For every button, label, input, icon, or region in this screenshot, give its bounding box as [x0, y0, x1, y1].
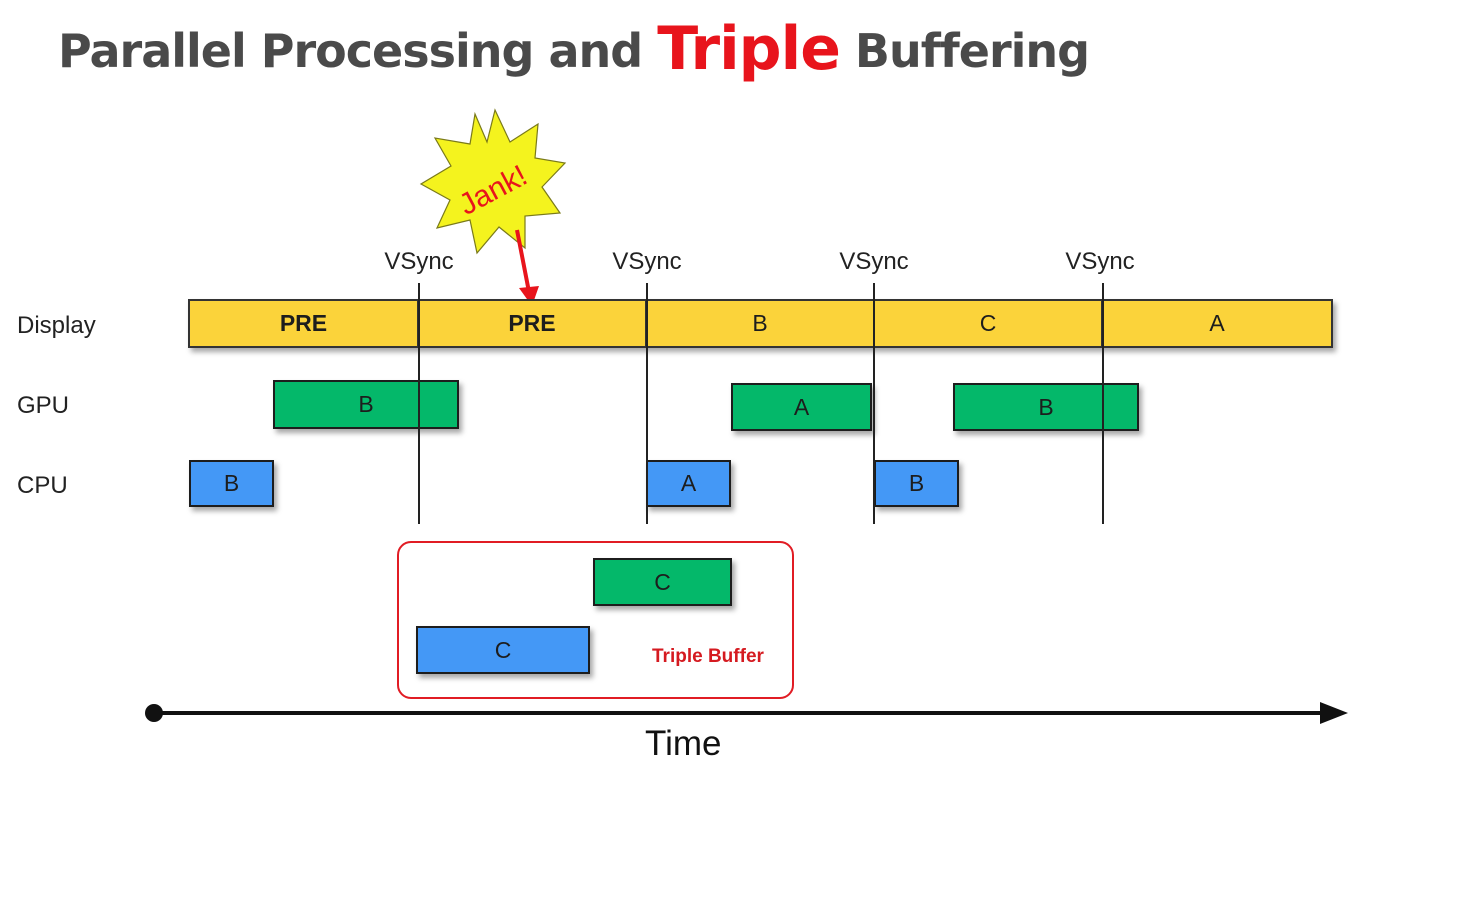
time-axis-arrow-icon	[1320, 702, 1348, 724]
triple-buffer-gpu-frame-c: C	[593, 558, 732, 606]
display-frame-b: B	[647, 301, 875, 346]
triple-buffer-label: Triple Buffer	[652, 646, 764, 667]
jank-arrow-head-icon	[519, 286, 539, 306]
row-label-display: Display	[17, 312, 96, 339]
vsync-line-4	[1102, 283, 1104, 524]
jank-starburst-icon: Jank!	[419, 108, 567, 306]
gpu-frame-a: A	[731, 383, 872, 431]
page-title: Parallel Processing and Triple Buffering	[58, 14, 1090, 84]
cpu-frame-b-1: B	[189, 460, 274, 507]
title-part-2: Buffering	[854, 24, 1090, 78]
cpu-frame-a: A	[646, 460, 731, 507]
row-label-cpu: CPU	[17, 472, 68, 499]
triple-buffer-box	[397, 541, 794, 699]
cpu-frame-b-2: B	[874, 460, 959, 507]
jank-arrow-line	[515, 229, 531, 293]
time-label: Time	[645, 724, 722, 763]
vsync-label-3: VSync	[839, 248, 909, 275]
display-frame-a: A	[1103, 301, 1331, 346]
vsync-label-1: VSync	[384, 248, 454, 275]
row-label-gpu: GPU	[17, 392, 70, 419]
gpu-frame-b-1: B	[273, 380, 459, 429]
title-part-1: Parallel Processing and	[58, 24, 643, 78]
display-frame-pre-1: PRE	[190, 301, 419, 346]
vsync-label-2: VSync	[612, 248, 682, 275]
gpu-frame-b-2: B	[953, 383, 1139, 431]
title-highlight: Triple	[657, 14, 841, 84]
triple-buffer-cpu-frame-c: C	[416, 626, 590, 674]
vsync-line-1	[418, 283, 420, 524]
display-frame-c: C	[875, 301, 1103, 346]
display-frame-pre-2: PRE	[419, 301, 647, 346]
vsync-line-3	[873, 283, 875, 524]
vsync-line-2	[646, 283, 648, 524]
time-axis-origin-dot	[145, 704, 163, 722]
vsync-label-4: VSync	[1065, 248, 1135, 275]
